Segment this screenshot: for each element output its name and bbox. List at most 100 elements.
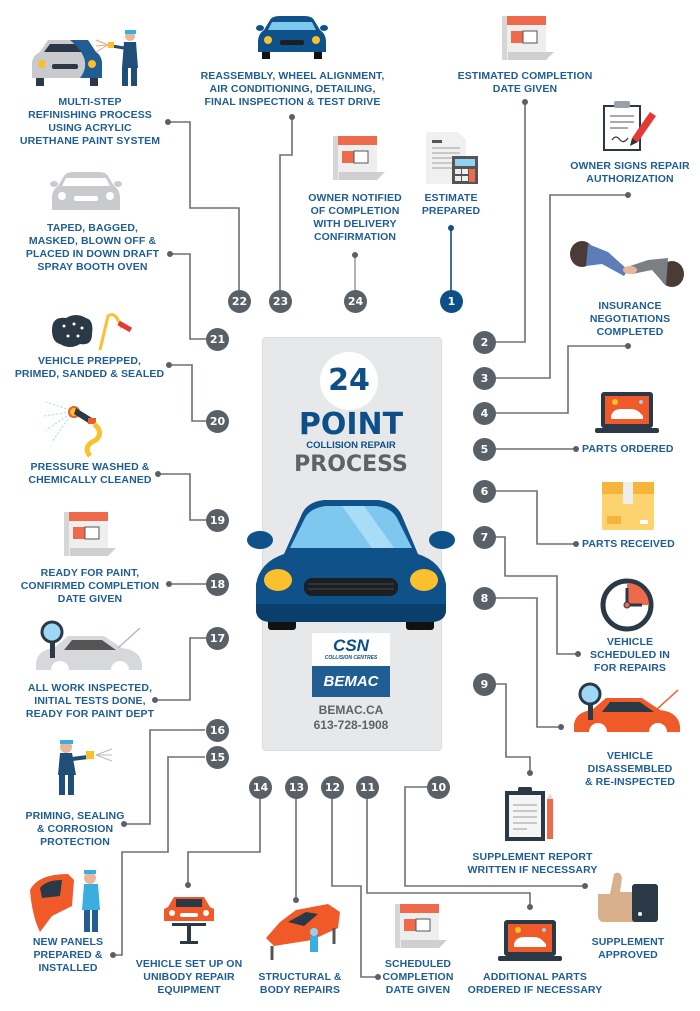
step-label-22: MULTI-STEP REFINISHING PROCESS USING ACR… — [19, 96, 161, 147]
connector-22 — [168, 121, 240, 292]
contact-info: BEMAC.CA 613-728-1908 — [262, 703, 440, 733]
connector-8 — [496, 597, 561, 728]
connector-dot-22 — [165, 119, 171, 125]
step-label-24: OWNER NOTIFIED OF COMPLETION WITH DELIVE… — [308, 192, 402, 243]
step-label-14: VEHICLE SET UP ON UNIBODY REPAIR EQUIPME… — [135, 958, 243, 996]
step-number-6: 6 — [473, 480, 496, 503]
connector-dot-8 — [558, 724, 564, 730]
step-label-8: VEHICLE DISASSEMBLED & RE-INSPECTED — [584, 750, 676, 788]
car-inspection-icon — [36, 620, 142, 679]
step-number-20: 20 — [206, 410, 229, 433]
step-number-10: 10 — [427, 776, 450, 799]
connector-11 — [366, 797, 531, 907]
connector-14 — [187, 797, 261, 885]
connector-17 — [155, 637, 206, 701]
car-lift-mechanic-icon — [266, 904, 340, 960]
connector-dot-21 — [167, 251, 173, 257]
step-label-17: ALL WORK INSPECTED, INITIAL TESTS DONE, … — [25, 682, 155, 720]
logo-bemac: BEMAC — [312, 666, 390, 697]
clock-icon — [600, 578, 654, 632]
step-number-4: 4 — [473, 402, 496, 425]
step-label-10: SUPPLEMENT APPROVED — [591, 936, 665, 961]
step-label-5: PARTS ORDERED — [582, 443, 674, 455]
step-number-23: 23 — [269, 290, 292, 313]
laptop-parts-icon — [595, 392, 659, 433]
laptop-parts-icon — [498, 920, 562, 961]
car-inspection-icon — [574, 682, 680, 741]
masked-car-icon — [50, 172, 122, 210]
handshake-icon — [570, 241, 684, 287]
step-number-15: 15 — [206, 746, 229, 769]
step-label-11: ADDITIONAL PARTS ORDERED IF NECESSARY — [467, 971, 603, 996]
clipboard-report-icon — [505, 787, 553, 841]
painter-car-icon — [32, 30, 138, 86]
connector-dot-10 — [582, 883, 588, 889]
connector-dot-11 — [527, 904, 533, 910]
step-label-21: TAPED, BAGGED, MASKED, BLOWN OFF & PLACE… — [25, 222, 160, 273]
step-number-22: 22 — [228, 290, 251, 313]
step-number-3: 3 — [473, 367, 496, 390]
step-label-6: PARTS RECEIVED — [582, 538, 675, 550]
step-number-16: 16 — [206, 719, 229, 742]
step-label-16: PRIMING, SEALING & CORROSION PROTECTION — [25, 810, 125, 848]
connector-dot-9 — [527, 770, 533, 776]
step-label-18: READY FOR PAINT, CONFIRMED COMPLETION DA… — [20, 567, 160, 605]
connector-20 — [169, 364, 206, 422]
step-label-12: SCHEDULED COMPLETION DATE GIVEN — [382, 958, 454, 996]
step-number-17: 17 — [206, 627, 229, 650]
calendar-icon — [64, 512, 116, 556]
connector-dot-16 — [121, 821, 127, 827]
step-number-12: 12 — [321, 776, 344, 799]
estimate-calculator-icon — [426, 132, 478, 184]
title-collision-repair: COLLISION REPAIR — [306, 440, 396, 451]
step-label-7: VEHICLE SCHEDULED IN FOR REPAIRS — [590, 636, 670, 674]
connector-16 — [124, 729, 205, 825]
connector-dot-3 — [625, 192, 631, 198]
title-badge-number: 24 — [320, 352, 378, 410]
clipboard-pen-icon — [603, 101, 656, 151]
step-number-24: 24 — [344, 290, 367, 313]
step-label-13: STRUCTURAL & BODY REPAIRS — [258, 971, 342, 996]
connector-2 — [496, 102, 526, 343]
logo-csn-text: CSN — [333, 636, 369, 655]
spray-painter-icon — [58, 740, 113, 795]
connector-dot-1 — [448, 225, 454, 231]
step-number-13: 13 — [285, 776, 308, 799]
step-number-5: 5 — [473, 438, 496, 461]
connector-23 — [279, 117, 293, 292]
connector-7 — [496, 536, 578, 655]
step-label-9: SUPPLEMENT REPORT WRITTEN IF NECESSARY — [467, 851, 598, 876]
connector-12 — [331, 797, 378, 978]
connector-dot-7 — [575, 651, 581, 657]
parcel-box-icon — [602, 482, 654, 530]
calendar-icon — [333, 136, 385, 180]
connector-dot-12 — [375, 974, 381, 980]
step-label-2: ESTIMATED COMPLETION DATE GIVEN — [457, 70, 593, 95]
phone-number[interactable]: 613-728-1908 — [313, 718, 389, 732]
step-number-2: 2 — [473, 331, 496, 354]
connector-dot-19 — [155, 471, 161, 477]
connector-19 — [158, 473, 206, 521]
car-on-lift-icon — [164, 897, 214, 944]
connector-dot-5 — [573, 446, 579, 452]
connector-21 — [170, 253, 206, 340]
connector-4 — [496, 345, 628, 414]
step-label-15: NEW PANELS PREPARED & INSTALLED — [32, 936, 104, 974]
step-label-4: INSURANCE NEGOTIATIONS COMPLETED — [589, 300, 671, 338]
step-label-23: REASSEMBLY, WHEEL ALIGNMENT, AIR CONDITI… — [200, 70, 385, 108]
connector-dot-4 — [625, 343, 631, 349]
step-label-1: ESTIMATE PREPARED — [421, 192, 481, 217]
website-link[interactable]: BEMAC.CA — [318, 703, 384, 717]
connector-dot-24 — [352, 252, 358, 258]
connector-dot-13 — [293, 897, 299, 903]
connector-3 — [496, 194, 628, 379]
calendar-icon — [395, 904, 447, 948]
center-blue-car-icon — [247, 500, 455, 630]
title-point: POINT — [298, 407, 404, 442]
connector-dot-20 — [166, 362, 172, 368]
connector-dot-23 — [289, 114, 295, 120]
connector-dot-18 — [166, 581, 172, 587]
connector-6 — [496, 490, 576, 545]
